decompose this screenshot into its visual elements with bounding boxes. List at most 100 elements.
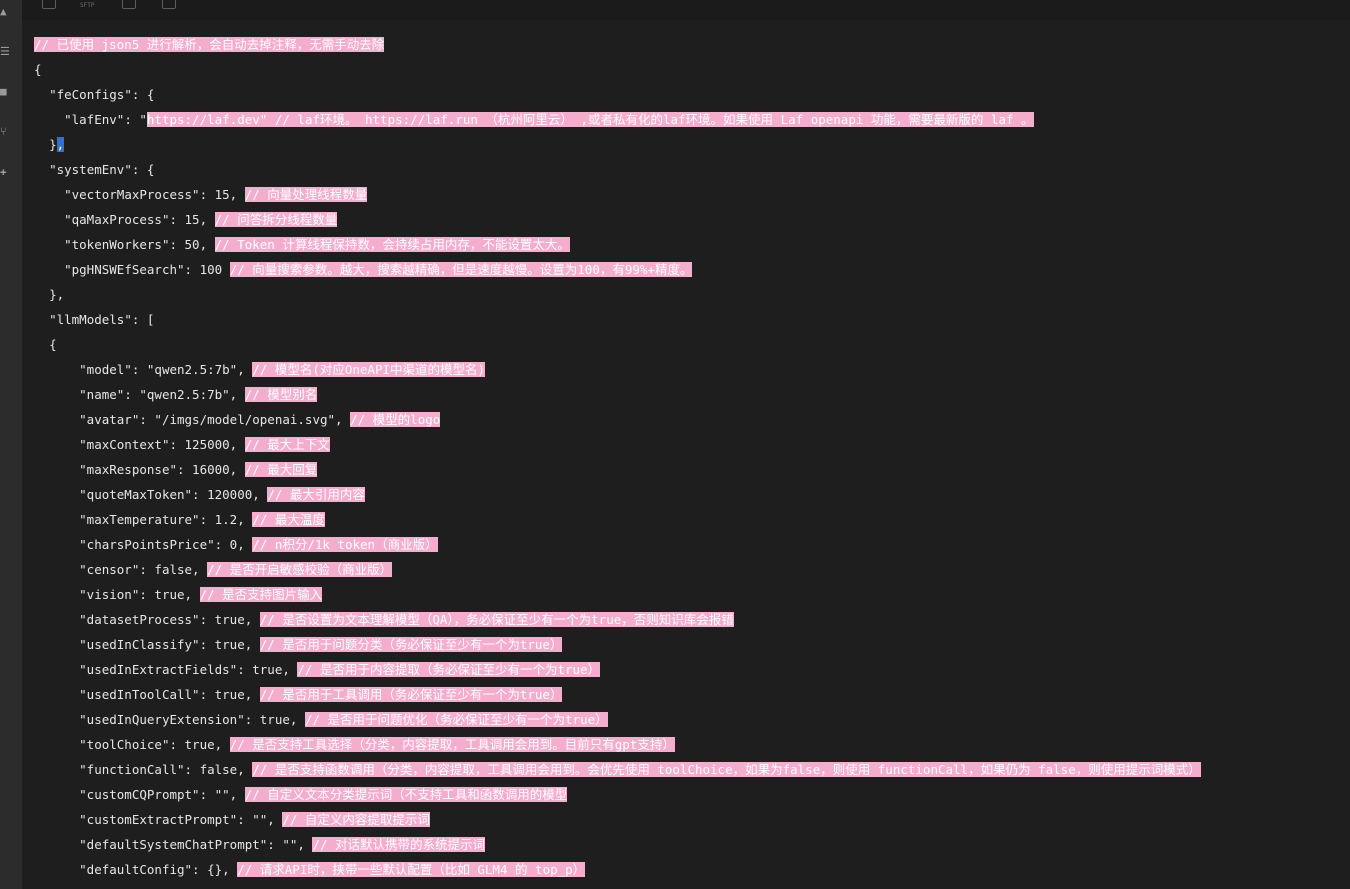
code-line[interactable]: "defaultSystemChatPrompt": "", // 对话默认携带… bbox=[34, 832, 486, 857]
code-text: "defaultSystemChatPrompt": "", bbox=[79, 837, 313, 852]
sftp-icon[interactable]: SFTP bbox=[80, 0, 94, 10]
highlighted-comment: // 是否用于工具调用（务必保证至少有一个为true） bbox=[259, 687, 563, 702]
code-line[interactable]: "maxTemperature": 1.2, // 最大温度 bbox=[34, 507, 325, 532]
code-line[interactable]: "customCQPrompt": "", // 自定义文本分类提示词（不支持工… bbox=[34, 782, 568, 807]
code-line[interactable]: "avatar": "/imgs/model/openai.svg", // 模… bbox=[34, 407, 441, 432]
code-line[interactable]: "maxResponse": 16000, // 最大回复 bbox=[34, 457, 318, 482]
code-line[interactable]: { bbox=[34, 332, 57, 357]
code-text: "maxTemperature": 1.2, bbox=[79, 512, 253, 527]
code-line[interactable]: "datasetProcess": true, // 是否设置为文本理解模型（Q… bbox=[34, 607, 734, 632]
highlighted-comment: // 是否支持图片输入 bbox=[199, 587, 323, 602]
highlighted-comment: // 是否设置为文本理解模型（QA），务必保证至少有一个为true，否则知识库会… bbox=[259, 612, 734, 627]
code-line[interactable]: "systemEnv": { bbox=[34, 157, 154, 182]
code-line[interactable]: "charsPointsPrice": 0, // n积分/1k token（商… bbox=[34, 532, 438, 557]
code-line[interactable]: "defaultConfig": {}, // 请求API时，挟带一些默认配置（… bbox=[34, 857, 586, 882]
code-line[interactable]: // 已使用 json5 进行解析，会自动去掉注释，无需手动去除 bbox=[34, 32, 385, 57]
code-indent bbox=[34, 162, 49, 177]
code-line[interactable]: "usedInToolCall": true, // 是否用于工具调用（务必保证… bbox=[34, 682, 563, 707]
code-indent bbox=[34, 787, 79, 802]
code-text: "maxResponse": 16000, bbox=[79, 462, 245, 477]
code-text: "functionCall": false, bbox=[79, 762, 253, 777]
code-line[interactable]: "usedInQueryExtension": true, // 是否用于问题优… bbox=[34, 707, 608, 732]
code-indent bbox=[34, 437, 79, 452]
code-indent bbox=[34, 387, 79, 402]
code-line[interactable]: "toolChoice": true, // 是否支持工具选择（分类，内容提取，… bbox=[34, 732, 675, 757]
code-line[interactable]: "lafEnv": "https://laf.dev" // laf环境。 ht… bbox=[34, 107, 1034, 132]
code-indent bbox=[34, 612, 79, 627]
code-indent bbox=[34, 712, 79, 727]
code-indent bbox=[34, 812, 79, 827]
code-line[interactable]: "feConfigs": { bbox=[34, 82, 154, 107]
code-indent bbox=[34, 537, 79, 552]
code-text: "llmModels": [ bbox=[49, 312, 155, 327]
remote-icon[interactable] bbox=[162, 0, 176, 9]
code-line[interactable]: "usedInExtractFields": true, // 是否用于内容提取… bbox=[34, 657, 601, 682]
highlighted-comment: // 是否用于问题分类（务必保证至少有一个为true） bbox=[259, 637, 563, 652]
explorer-icon[interactable]: ▲ bbox=[0, 6, 7, 18]
code-text: "avatar": "/imgs/model/openai.svg", bbox=[79, 412, 351, 427]
code-text: "usedInExtractFields": true, bbox=[79, 662, 298, 677]
code-line[interactable]: "functionCall": false, // 是否支持函数调用（分类，内容… bbox=[34, 757, 1201, 782]
code-indent bbox=[34, 837, 79, 852]
highlighted-comment: // 向量搜索参数。越大，搜索越精确，但是速度越慢。设置为100，有99%+精度… bbox=[229, 262, 693, 277]
code-text: "toolChoice": true, bbox=[79, 737, 230, 752]
code-line[interactable]: "pgHNSWEfSearch": 100 // 向量搜索参数。越大，搜索越精确… bbox=[34, 257, 693, 282]
code-indent bbox=[34, 487, 79, 502]
code-text: "quoteMaxToken": 120000, bbox=[79, 487, 268, 502]
code-indent bbox=[34, 287, 49, 302]
git-icon[interactable]: ⑂ bbox=[0, 126, 7, 138]
code-editor[interactable]: // 已使用 json5 进行解析，会自动去掉注释，无需手动去除 { "feCon… bbox=[22, 20, 1350, 889]
highlighted-comment: // 对话默认携带的系统提示词 bbox=[312, 837, 486, 852]
activity-bar: ▲ ☰ ■ ⑂ ✚ bbox=[0, 0, 23, 889]
highlighted-comment: // 已使用 json5 进行解析，会自动去掉注释，无需手动去除 bbox=[34, 37, 385, 52]
code-text: "defaultConfig": {}, bbox=[79, 862, 238, 877]
code-line[interactable]: "vectorMaxProcess": 15, // 向量处理线程数量 bbox=[34, 182, 368, 207]
code-text: "charsPointsPrice": 0, bbox=[79, 537, 253, 552]
code-indent bbox=[34, 137, 49, 152]
code-indent bbox=[34, 187, 64, 202]
code-line[interactable]: "customExtractPrompt": "", // 自定义内容提取提示词 bbox=[34, 807, 430, 832]
highlighted-comment: // 请求API时，挟带一些默认配置（比如 GLM4 的 top_p） bbox=[237, 862, 586, 877]
code-text: "censor": false, bbox=[79, 562, 208, 577]
text-cursor-selection: , bbox=[56, 137, 65, 152]
highlighted-comment: // 模型名(对应OneAPI中渠道的模型名) bbox=[252, 362, 486, 377]
code-line[interactable]: "quoteMaxToken": 120000, // 最大引用内容 bbox=[34, 482, 365, 507]
sftp-label: SFTP bbox=[80, 2, 95, 9]
editor-toolbar: SFTP bbox=[22, 0, 1350, 20]
code-line[interactable]: }, bbox=[34, 282, 64, 307]
split-editor-icon[interactable] bbox=[122, 0, 136, 9]
code-text: { bbox=[34, 62, 42, 77]
code-line[interactable]: "maxContext": 125000, // 最大上下文 bbox=[34, 432, 330, 457]
code-indent bbox=[34, 312, 49, 327]
code-text: "vision": true, bbox=[79, 587, 200, 602]
code-line[interactable]: "model": "qwen2.5:7b", // 模型名(对应OneAPI中渠… bbox=[34, 357, 486, 382]
code-line[interactable]: "censor": false, // 是否开启敏感校验（商业版） bbox=[34, 557, 393, 582]
highlighted-comment: // 是否支持函数调用（分类，内容提取，工具调用会用到。会优先使用 toolCh… bbox=[252, 762, 1201, 777]
code-text: "vectorMaxProcess": 15, bbox=[64, 187, 245, 202]
code-line[interactable]: "llmModels": [ bbox=[34, 307, 154, 332]
highlighted-comment: // 最大回复 bbox=[244, 462, 318, 477]
code-line[interactable]: "name": "qwen2.5:7b", // 模型别名 bbox=[34, 382, 318, 407]
highlighted-comment: // 是否用于问题优化（务必保证至少有一个为true） bbox=[304, 712, 608, 727]
code-indent bbox=[34, 212, 64, 227]
terminal-icon[interactable]: ■ bbox=[0, 86, 7, 98]
code-text: { bbox=[49, 337, 57, 352]
code-text: "customExtractPrompt": "", bbox=[79, 812, 283, 827]
highlighted-comment: // n积分/1k token（商业版） bbox=[252, 537, 438, 552]
highlighted-comment: // 最大引用内容 bbox=[267, 487, 365, 502]
code-line[interactable]: "usedInClassify": true, // 是否用于问题分类（务必保证… bbox=[34, 632, 563, 657]
code-line[interactable]: "qaMaxProcess": 15, // 问答拆分线程数量 bbox=[34, 207, 338, 232]
code-indent bbox=[34, 687, 79, 702]
code-line[interactable]: }, bbox=[34, 132, 65, 157]
code-indent bbox=[34, 512, 79, 527]
code-text: "pgHNSWEfSearch": 100 bbox=[64, 262, 230, 277]
code-line[interactable]: "vision": true, // 是否支持图片输入 bbox=[34, 582, 323, 607]
highlighted-comment: // 最大温度 bbox=[252, 512, 325, 527]
new-file-icon[interactable] bbox=[42, 0, 56, 9]
code-line[interactable]: { bbox=[34, 57, 42, 82]
list-icon[interactable]: ☰ bbox=[0, 46, 10, 58]
code-text: "tokenWorkers": 50, bbox=[64, 237, 215, 252]
code-line[interactable]: "tokenWorkers": 50, // Token 计算线程保持数，会持续… bbox=[34, 232, 570, 257]
highlighted-comment: // 模型别名 bbox=[244, 387, 318, 402]
extensions-icon[interactable]: ✚ bbox=[0, 166, 7, 178]
